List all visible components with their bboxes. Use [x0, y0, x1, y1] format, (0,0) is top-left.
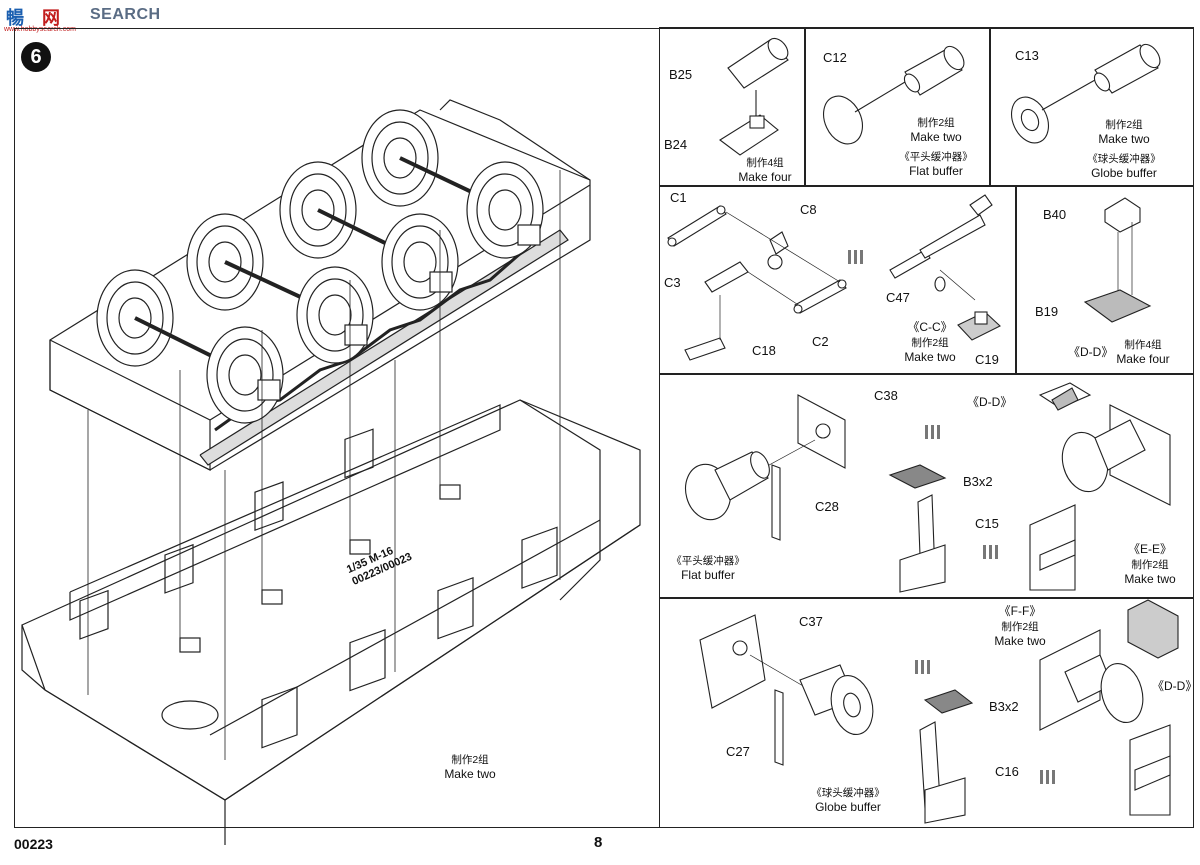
label-c27: C27 [726, 744, 750, 759]
label-c1: C1 [670, 190, 687, 205]
panel-ee-type: 《平头缓冲器》 Flat buffer [668, 553, 748, 582]
label-c47: C47 [886, 290, 910, 305]
watermark: 暢 网 SEARCH www.hobbysearch.com [2, 4, 172, 34]
label-c2: C2 [812, 334, 829, 349]
panel-dd-view: 《D-D》 [1068, 345, 1114, 359]
label-b3x2-ee: B3x2 [963, 474, 993, 489]
label-b40: B40 [1043, 207, 1067, 222]
panel-ff-type: 《球头缓冲器》 Globe buffer [808, 785, 888, 814]
panel-c13-type-cn: 《球头缓冲器》 [1087, 153, 1161, 165]
panel-c12-note-en: Make two [910, 130, 962, 144]
label-c37: C37 [799, 614, 823, 629]
label-b24: B24 [664, 137, 688, 152]
panel-cc-view: 《C-C》 [907, 320, 953, 334]
panel-dd-note-cn: 制作4组 [1124, 339, 1162, 351]
panel-c12-note: 制作2组 Make two 《平头缓冲器》 Flat buffer [886, 115, 986, 178]
panel-cc-note-cn: 制作2组 [911, 337, 949, 349]
panel-c12 [805, 27, 990, 186]
main-note-cn: 制作2组 [451, 754, 489, 766]
panel-ff-note-en: Make two [994, 634, 1046, 648]
panel-dd-note-en: Make four [1116, 352, 1170, 366]
panel-ee-note-en: Make two [1124, 572, 1176, 586]
label-c13: C13 [1015, 48, 1039, 63]
step-number: 6 [30, 46, 42, 68]
label-c12: C12 [823, 50, 847, 65]
panel-ff [659, 598, 1194, 828]
panel-c13-note: 制作2组 Make two 《球头缓冲器》 Globe buffer [1074, 117, 1174, 180]
panel-dd-note: 制作4组 Make four [1113, 337, 1173, 366]
panel-c12-note-cn: 制作2组 [917, 117, 955, 129]
label-c15: C15 [975, 516, 999, 531]
panel-c13-note-cn: 制作2组 [1105, 119, 1143, 131]
panel-c12-type-cn: 《平头缓冲器》 [899, 151, 973, 163]
panel-ff-type-en: Globe buffer [815, 800, 881, 814]
label-c38: C38 [874, 388, 898, 403]
panel-cc-note: 《C-C》 制作2组 Make two [890, 318, 970, 364]
step-badge: 6 [21, 42, 51, 72]
label-b25: B25 [669, 67, 693, 82]
panel-ff-note-cn: 制作2组 [1001, 621, 1039, 633]
panel-ee-note: 《E-E》 制作2组 Make two [1120, 540, 1180, 586]
label-c18: C18 [752, 343, 776, 358]
label-b3x2-ff: B3x2 [989, 699, 1019, 714]
panel-cc [659, 186, 1016, 374]
watermark-sub: www.hobbysearch.com [4, 26, 76, 33]
panel-dd [1016, 186, 1194, 374]
label-c28: C28 [815, 499, 839, 514]
panel-b24-b25 [659, 27, 805, 186]
panel-ee-note-cn: 制作2组 [1131, 559, 1169, 571]
main-note-en: Make two [444, 767, 496, 781]
panel-ee-view: 《E-E》 [1127, 542, 1172, 556]
watermark-brand-a: 网 [42, 8, 60, 28]
footer-page: 8 [594, 834, 603, 851]
panel-c13 [990, 27, 1194, 186]
panel-ee [659, 374, 1194, 598]
panel-c13-note-en: Make two [1098, 132, 1150, 146]
panel-ee-type-en: Flat buffer [681, 568, 735, 582]
panel-ff-view: 《F-F》 [998, 604, 1042, 618]
label-c8: C8 [800, 202, 817, 217]
label-b19: B19 [1035, 304, 1059, 319]
panel-c12-type-en: Flat buffer [909, 164, 963, 178]
panel-b-note-cn: 制作4组 [746, 157, 784, 169]
watermark-icon: 暢 [6, 8, 24, 28]
panel-b-note: 制作4组 Make four [730, 155, 800, 184]
label-c16: C16 [995, 764, 1019, 779]
panel-cc-note-en: Make two [904, 350, 956, 364]
panel-ff-view-side: 《D-D》 [1152, 679, 1198, 693]
watermark-brand-b: SEARCH [90, 6, 161, 23]
footer-code: 00223 [14, 836, 53, 852]
panel-b-note-en: Make four [738, 170, 792, 184]
main-note: 制作2组 Make two [430, 752, 510, 781]
panel-ee-type-cn: 《平头缓冲器》 [671, 555, 745, 567]
panel-c13-type-en: Globe buffer [1091, 166, 1157, 180]
panel-ff-note: 《F-F》 制作2组 Make two [985, 602, 1055, 648]
label-c3: C3 [664, 275, 681, 290]
panel-ff-type-cn: 《球头缓冲器》 [811, 787, 885, 799]
label-c19: C19 [975, 352, 999, 367]
panel-ee-view-top: 《D-D》 [967, 395, 1013, 409]
